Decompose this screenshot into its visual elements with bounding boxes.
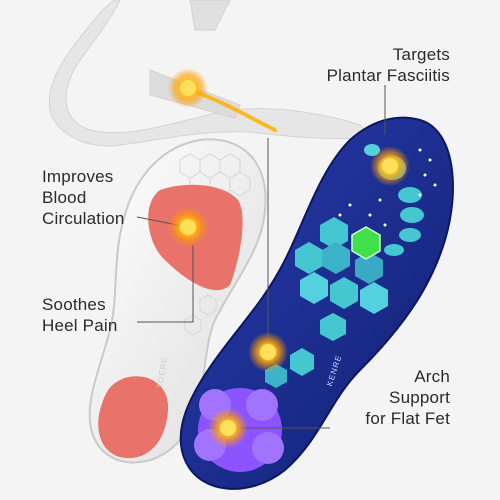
callout-arch-support: Arch Support for Flat Fet [365,367,450,428]
green-acupoint [351,226,381,260]
white-dots [338,148,437,227]
callout-soothes-heel-pain: Soothes Heel Pain [42,295,118,335]
heel-gel-pad [98,376,169,459]
callout-targets-plantar-fasciitis: Targets Plantar Fasciitis [326,45,450,85]
callout-improves-blood-circulation: Improves Blood Circulation [42,167,125,228]
glow-markers [168,68,410,448]
callout-lines [136,85,386,429]
